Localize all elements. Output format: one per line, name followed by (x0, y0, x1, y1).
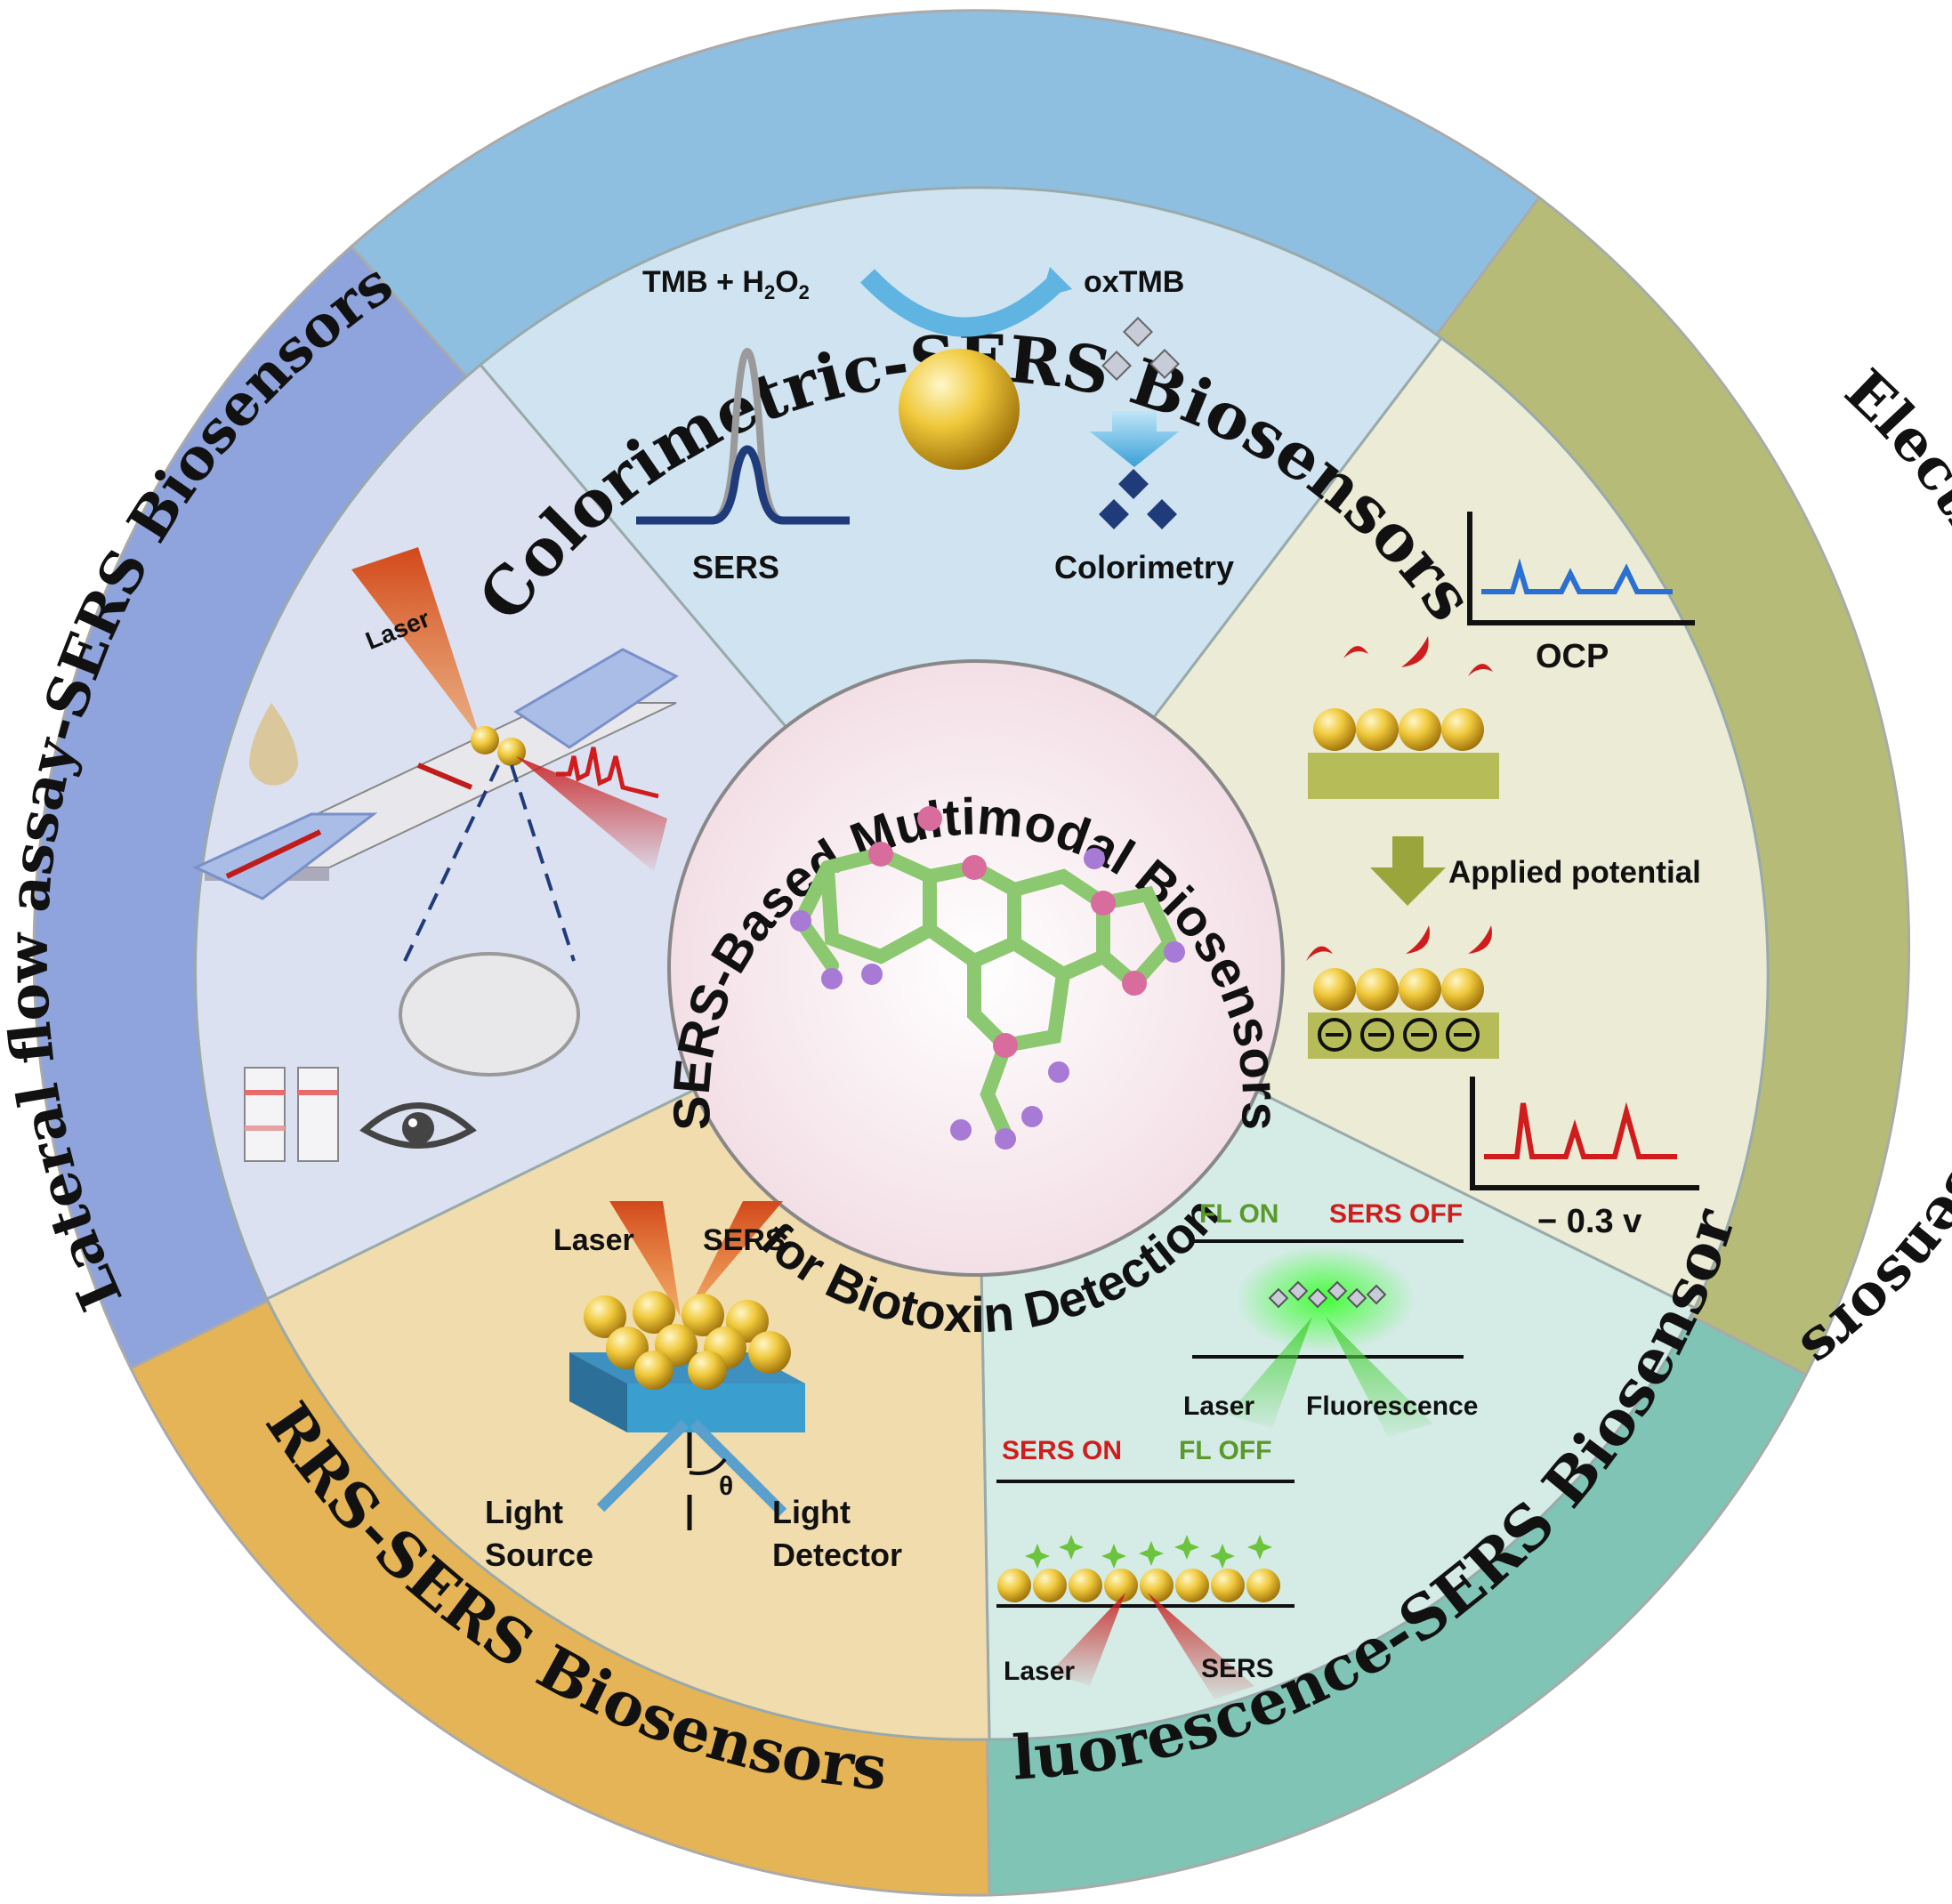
red-beam-sers (1148, 1593, 1254, 1699)
sers-spectrum-navy (636, 445, 850, 525)
light-source-line2: Source (485, 1537, 593, 1573)
colorimetry-diamonds (1099, 469, 1177, 529)
light-detector-beam (690, 1419, 787, 1517)
tmb-h2o2-label: TMB + H2O2 (642, 265, 810, 303)
sample-pad (192, 812, 378, 900)
oxtmb-diamonds (1101, 317, 1180, 381)
center-disc: SERS-Based Multimodal Biosensors for Bio… (662, 659, 1289, 1343)
electrochemical-panel: OCP Applied potential (1306, 512, 1701, 1240)
colorimetry-label: Colorimetry (1054, 549, 1234, 585)
applied-potential-label: Applied potential (1448, 855, 1701, 890)
rrs-laser-label: Laser (553, 1223, 634, 1257)
zoom-line-right (510, 764, 576, 962)
reaction-arrow-head (1041, 267, 1072, 298)
ocp-axes (1467, 512, 1695, 625)
red-beam-laser (1050, 1593, 1125, 1686)
lfa-scatter-beam (516, 756, 667, 872)
theta-label: θ (719, 1472, 733, 1501)
eye-icon (359, 1102, 477, 1149)
inner-colorimetric (478, 186, 1444, 955)
absorbent-pad (513, 648, 679, 749)
potential-trace (1484, 1101, 1677, 1159)
lfa-strip (192, 648, 679, 900)
potential-axes (1470, 1077, 1699, 1190)
oxtmb-label: oxTMB (1084, 265, 1184, 299)
fl-sers-label: SERS (1201, 1654, 1274, 1683)
ocp-trace (1481, 558, 1673, 594)
electrode-top (1308, 708, 1499, 799)
sers-spectrum-grey (636, 347, 850, 524)
green-stars (1025, 1535, 1272, 1569)
light-source-beam (596, 1419, 690, 1513)
lfa-raman-peaks (556, 746, 659, 799)
fluorescence-panel: FL ON SERS OFF Laser Fluorescence SERS O… (996, 1199, 1478, 1699)
red-crescents-bottom (1306, 925, 1492, 961)
ocp-label: OCP (1536, 638, 1609, 675)
sers-off-label: SERS OFF (1329, 1199, 1463, 1229)
test-strips-icon (244, 1067, 339, 1162)
down-arrow-blue (1090, 411, 1179, 467)
gold-nanoparticle (899, 349, 1020, 470)
molecule-atoms (790, 806, 1185, 1150)
electrode-bottom (1308, 968, 1499, 1059)
zoom-line-left (403, 764, 500, 962)
applied-potential-arrow (1370, 836, 1446, 906)
green-beam-fluorescence (1326, 1317, 1432, 1437)
fluorescence-label: Fluorescence (1306, 1392, 1478, 1421)
rrs-panel: Laser SERS θ Light Source Light Detector (485, 1201, 902, 1573)
green-beam-laser (1228, 1317, 1312, 1428)
light-detector-line1: Light (772, 1494, 851, 1530)
lfa-laser-beam (351, 547, 480, 738)
rrs-sers-label: SERS (703, 1223, 786, 1257)
light-source-line1: Light (485, 1494, 563, 1530)
flow-arrow (225, 829, 322, 879)
voltage-label: − 0.3 v (1537, 1203, 1641, 1240)
rrs-laser-beam (609, 1201, 681, 1317)
lateral-panel: Laser (192, 547, 679, 1162)
red-crescents-top (1343, 636, 1493, 676)
fl-off-label: FL OFF (1179, 1436, 1271, 1465)
rrs-gold-particles (584, 1291, 791, 1390)
fl-laser-label: Laser (1183, 1392, 1254, 1421)
reaction-arrow (860, 269, 1061, 337)
rrs-sers-beam (685, 1201, 783, 1317)
sers-label: SERS (692, 549, 779, 585)
fl-gold-row (997, 1569, 1280, 1602)
zoom-lens (399, 952, 580, 1077)
fl-on-label: FL ON (1199, 1199, 1278, 1229)
fl-laser2-label: Laser (1004, 1657, 1075, 1686)
fl-diamonds (1268, 1280, 1387, 1309)
light-detector-line2: Detector (772, 1537, 902, 1573)
test-line (416, 762, 473, 790)
theta-arc (689, 1457, 727, 1475)
sample-drop (249, 703, 298, 786)
colorimetric-panel: TMB + H2O2 oxTMB SERS Colorimetry (636, 265, 1234, 585)
sers-on-label: SERS ON (1002, 1436, 1122, 1465)
